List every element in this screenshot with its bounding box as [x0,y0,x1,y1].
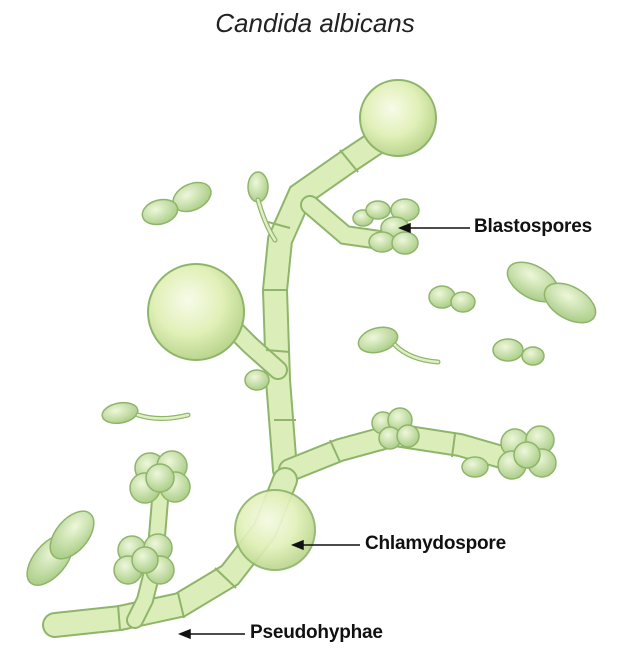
chlamydospore-left [148,264,244,360]
chlamydospore-center [235,490,315,570]
blastospores-label: Blastospores [474,216,592,238]
spore-cluster-right [498,426,556,479]
chlamydospore-top [360,80,436,156]
pseudohyphae-label: Pseudohyphae [250,622,383,644]
chlamydospore-label: Chlamydospore [365,533,506,555]
